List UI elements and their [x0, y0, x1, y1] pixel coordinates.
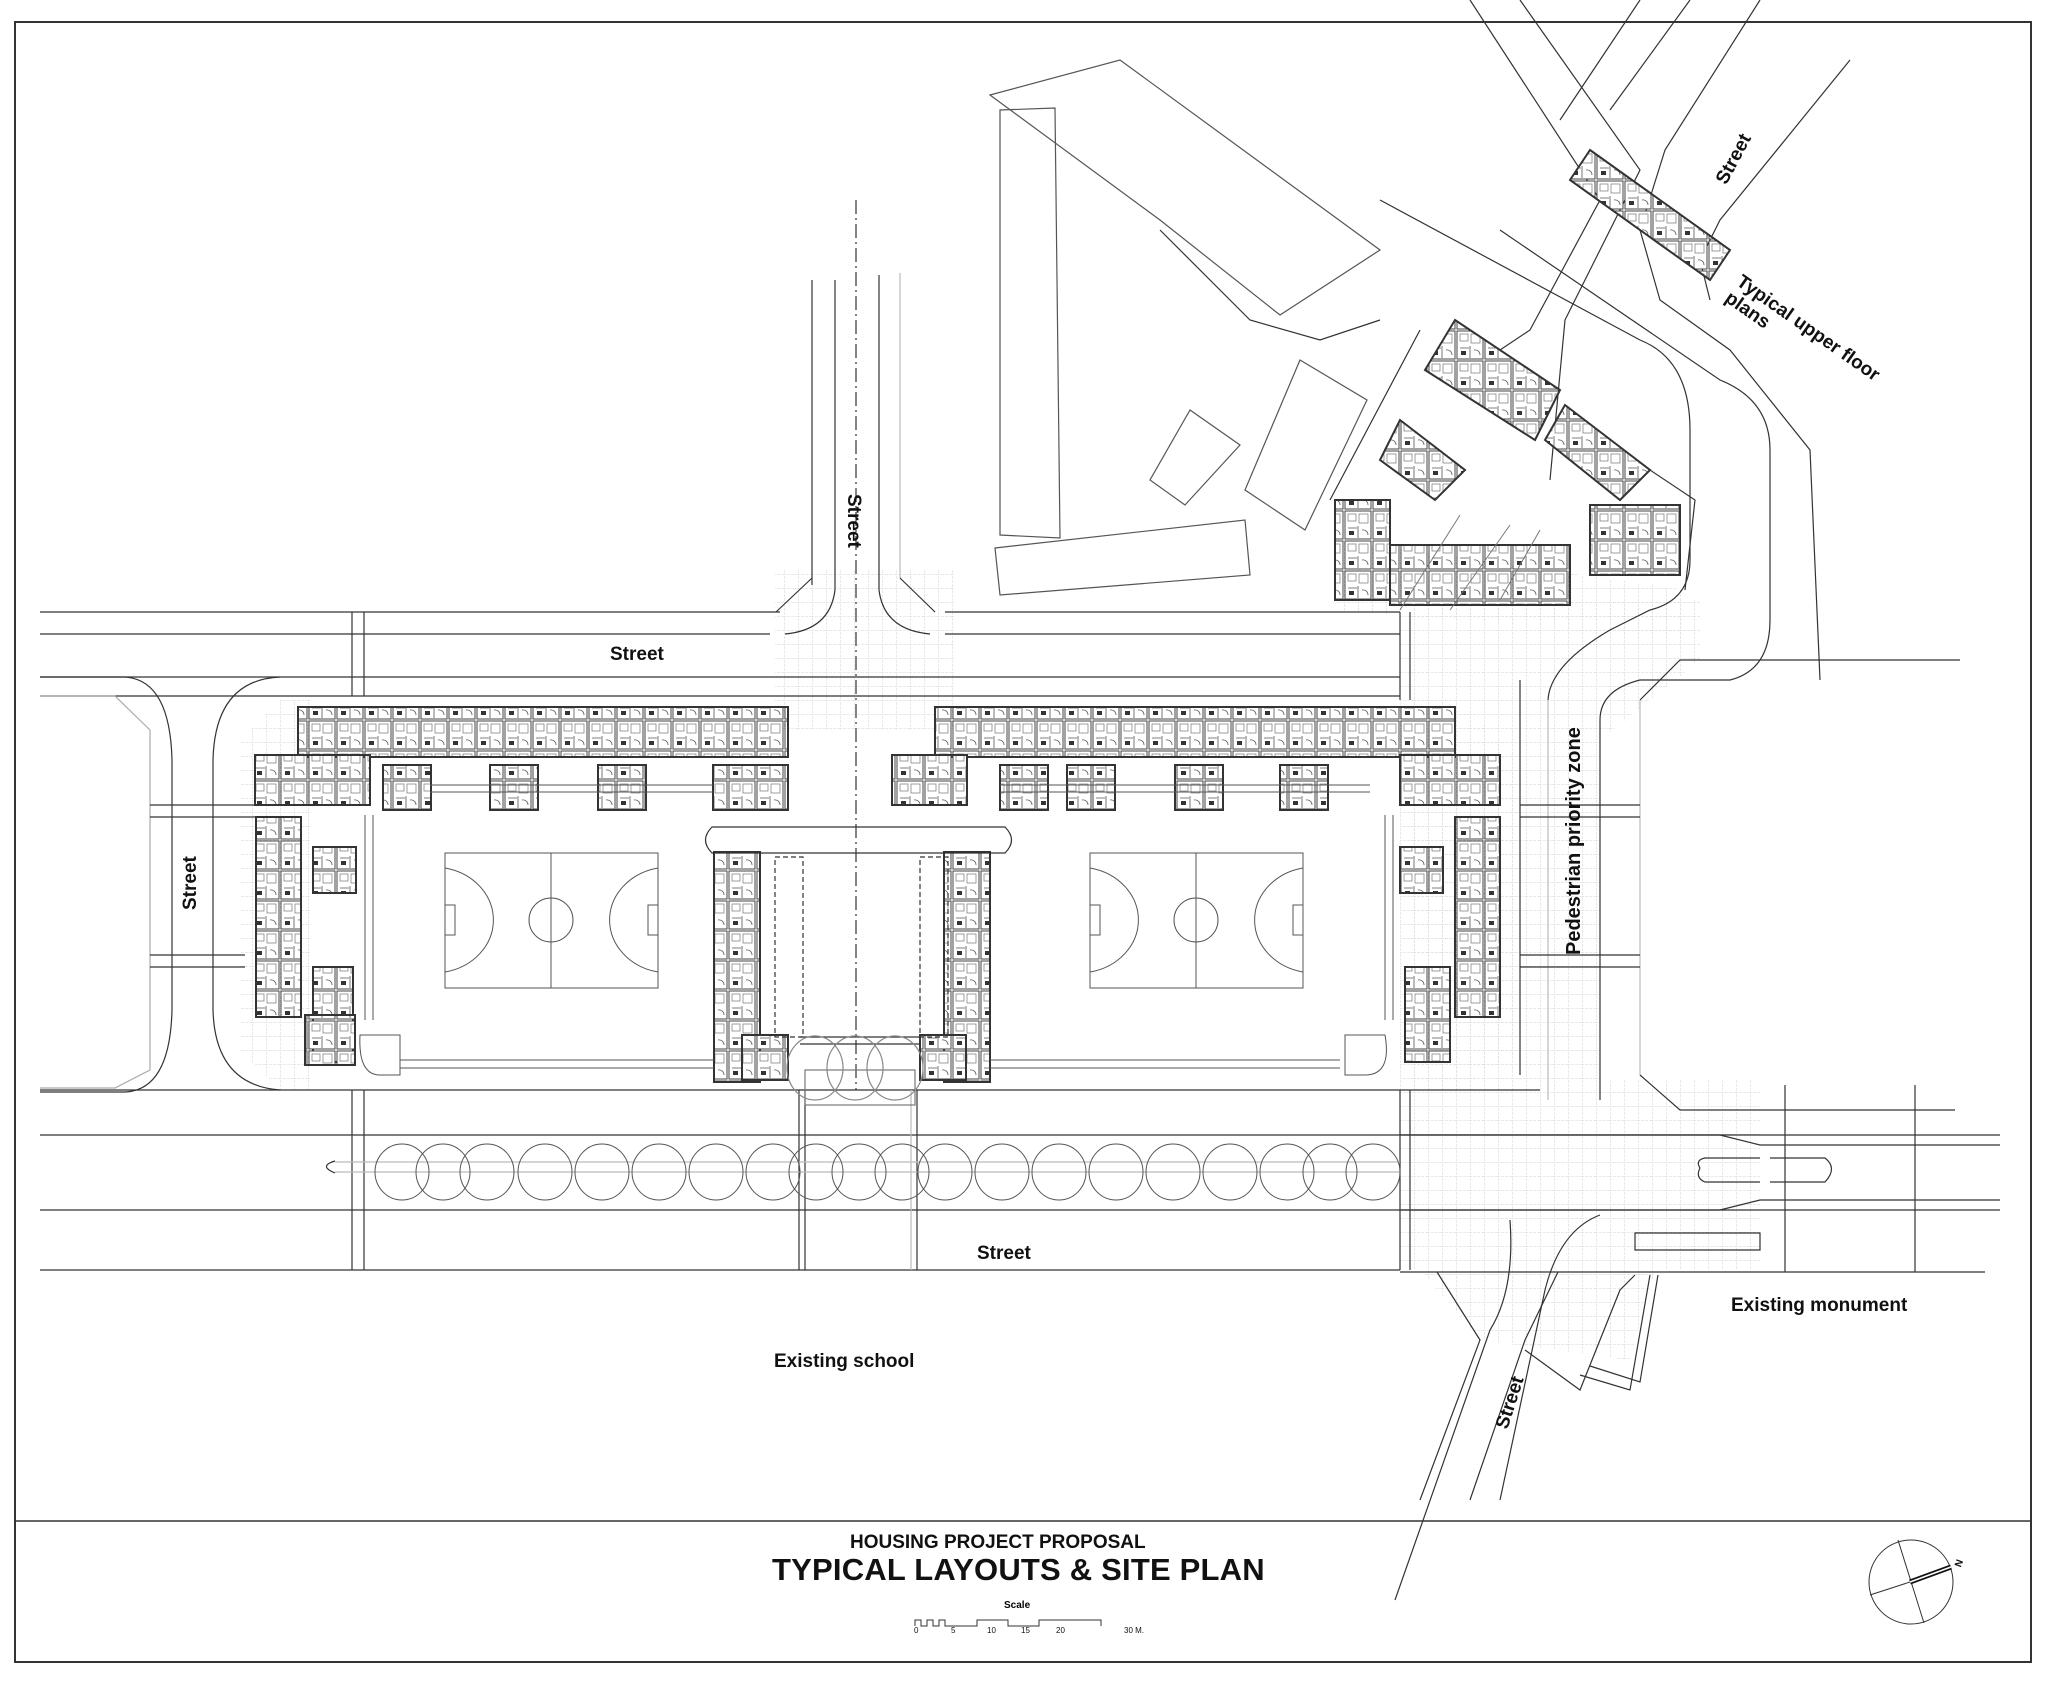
scale-tick-15: 15 [1021, 1626, 1030, 1635]
street-label-top: Street [610, 644, 664, 665]
scale-bar [914, 1619, 1102, 1627]
street-label-bottom: Street [977, 1243, 1031, 1264]
sheet-frame [14, 21, 2032, 1663]
scale-tick-20: 20 [1056, 1626, 1065, 1635]
scale-tick-0: 0 [914, 1626, 919, 1635]
housing-block-east [891, 706, 1501, 1083]
upper-floor-plans [1329, 148, 1732, 611]
street-label-west: Street [180, 856, 201, 910]
paving-areas [240, 540, 1760, 1360]
pedestrian-zone-label: Pedestrian priority zone [1563, 727, 1585, 955]
sports-court-west [444, 852, 659, 989]
tree-row [374, 1143, 1401, 1201]
existing-monument-label: Existing monument [1731, 1295, 1908, 1316]
scale-label: Scale [1004, 1600, 1031, 1611]
north-arrow-icon [1868, 1539, 1954, 1625]
central-plaza [704, 826, 1013, 1106]
street-label-north: Street [843, 494, 864, 548]
scale-tick-5: 5 [951, 1626, 956, 1635]
sports-court-east [1089, 852, 1304, 989]
scale-tick-10: 10 [987, 1626, 996, 1635]
existing-school-label: Existing school [774, 1351, 915, 1372]
drawing-title: TYPICAL LAYOUTS & SITE PLAN [772, 1552, 1265, 1587]
housing-block-west [254, 706, 789, 1083]
project-subtitle: HOUSING PROJECT PROPOSAL [850, 1532, 1146, 1553]
scale-tick-30: 30 M. [1124, 1626, 1145, 1635]
